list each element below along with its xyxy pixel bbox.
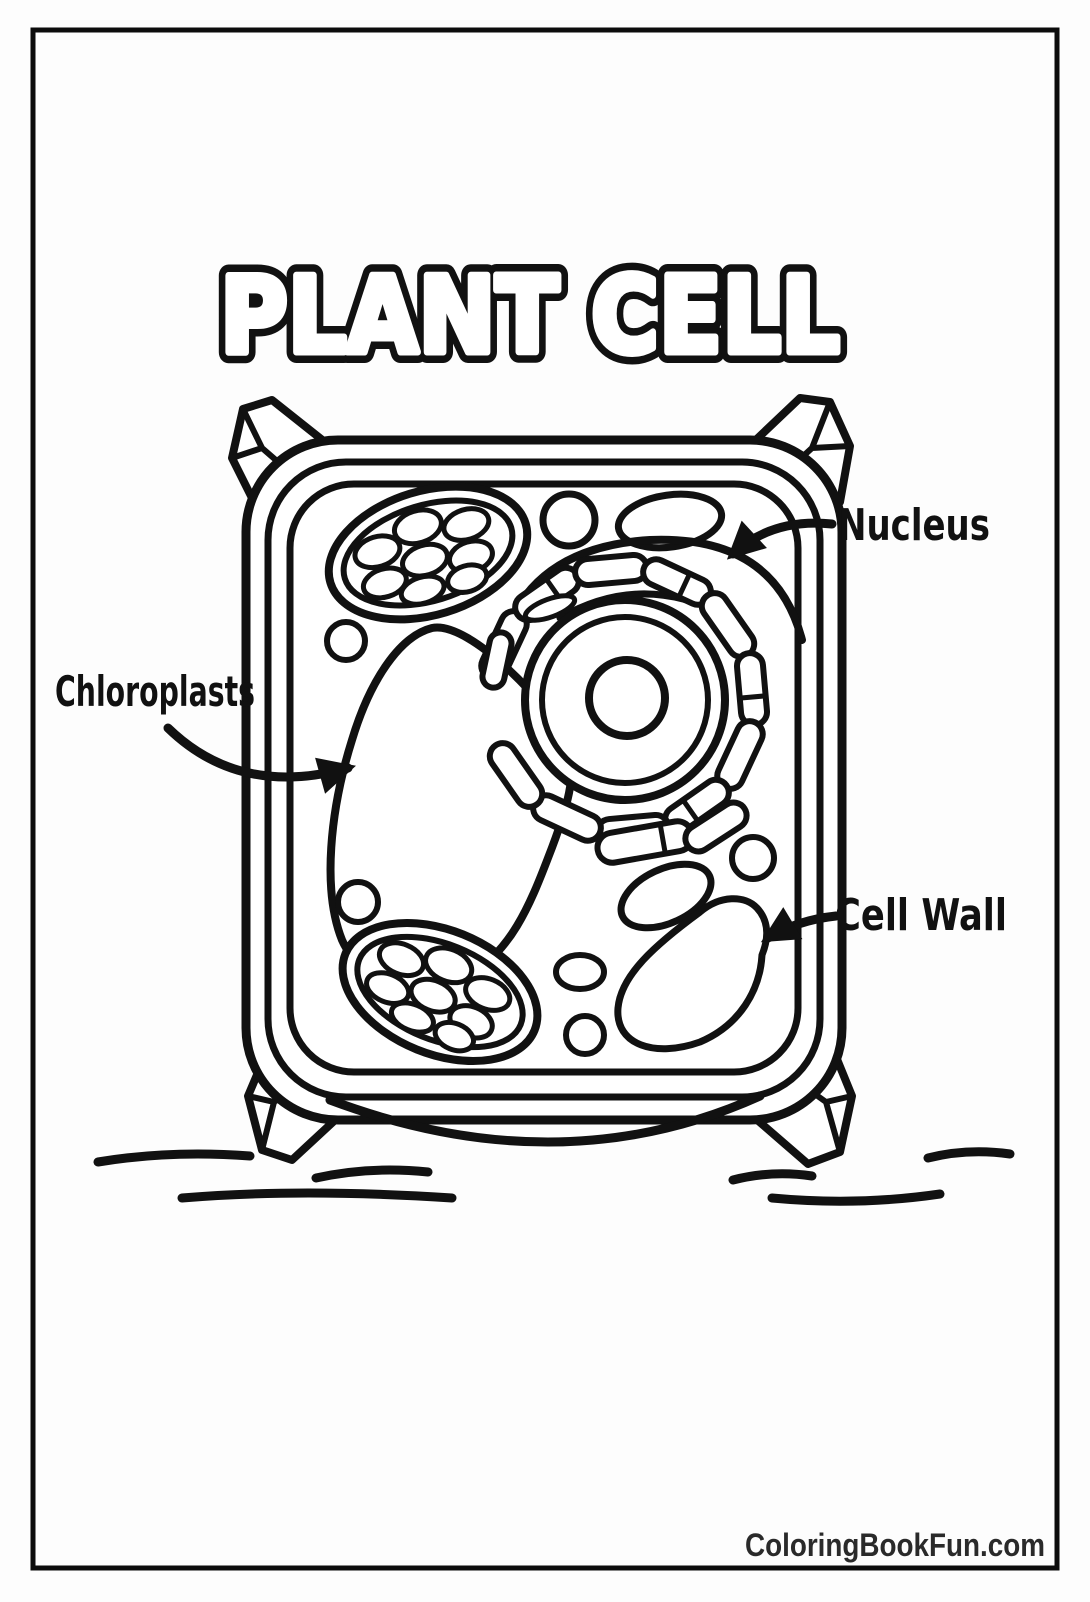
organelle-oval (614, 490, 726, 552)
vesicle (729, 834, 777, 882)
label-chloroplasts: Chloroplasts (55, 667, 255, 716)
vesicle (563, 1013, 607, 1057)
vesicle (553, 952, 607, 992)
vesicle (324, 619, 368, 663)
vesicle (335, 879, 381, 925)
svg-text:PLANT CELL: PLANT CELL (220, 255, 840, 377)
chloroplast-top-left (324, 482, 532, 624)
footer-credit: ColoringBookFun.com (745, 1527, 1045, 1563)
ground-lines (93, 1147, 1015, 1206)
chloroplasts-arrow (163, 723, 356, 794)
chloroplast-bottom-left (338, 918, 542, 1066)
nucleus (478, 535, 806, 866)
cytoplasm-organelles (324, 482, 806, 1066)
nucleus-arrow (726, 518, 837, 560)
cell-wall-arrow (760, 907, 841, 943)
er-segment (594, 818, 696, 866)
page-title: PLANT CELL PLANT CELL (209, 244, 851, 388)
vesicle (539, 490, 599, 550)
organelle-oval (617, 860, 715, 932)
nucleolus (585, 656, 669, 740)
svg-text:PLANT CELL: PLANT CELL (220, 255, 840, 377)
organelle-blob (614, 895, 771, 1053)
label-cell-wall: Cell Wall (835, 890, 1007, 941)
cell-wall-base-band (325, 1091, 765, 1147)
annotations: Nucleus Chloroplasts Cell Wall (55, 500, 1007, 943)
label-nucleus: Nucleus (838, 500, 990, 551)
